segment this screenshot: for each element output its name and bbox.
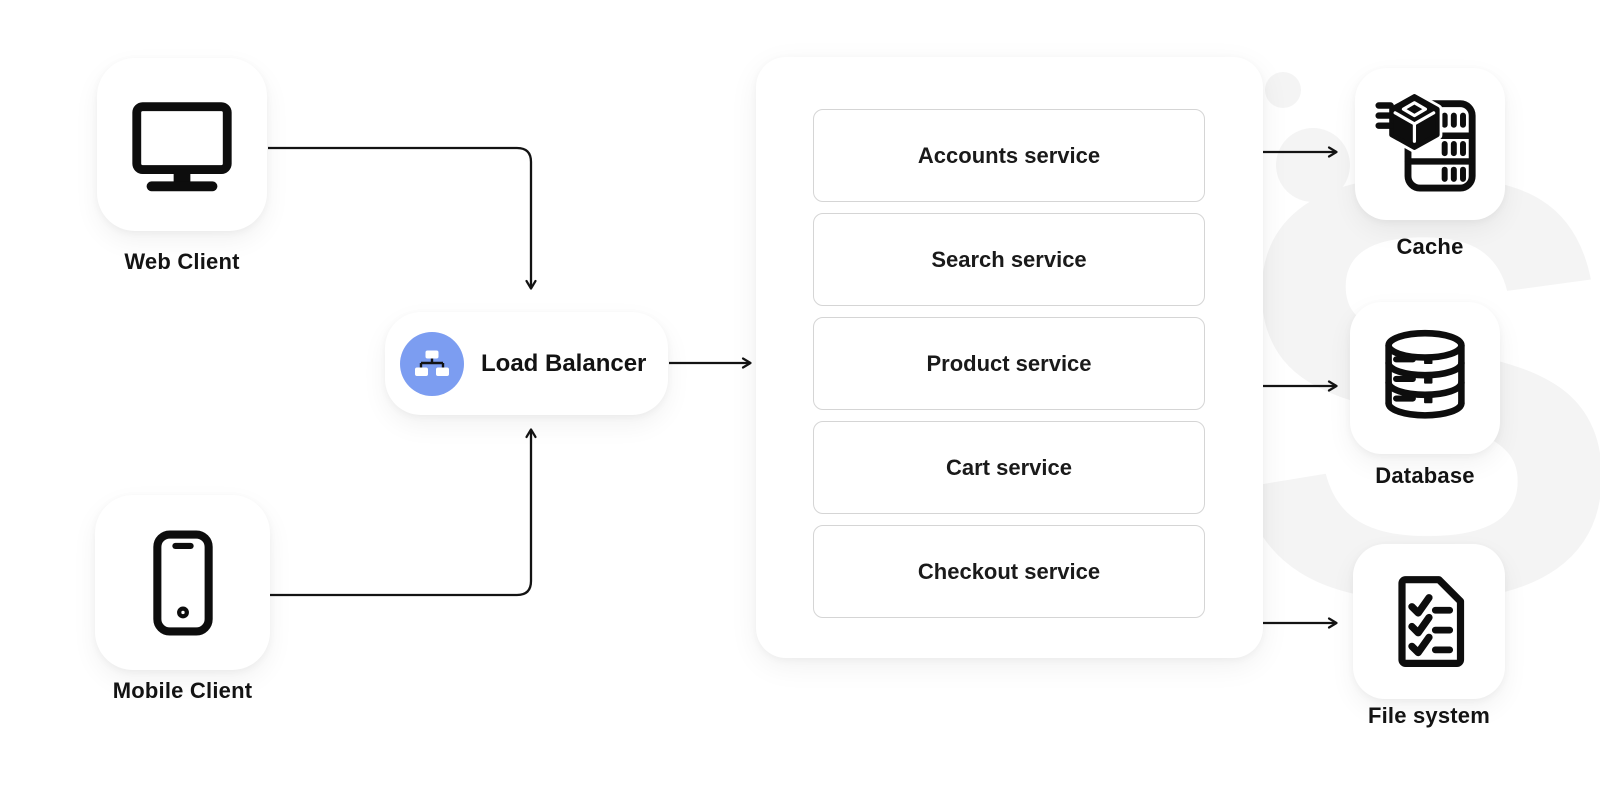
service-label: Checkout service (917, 558, 1101, 584)
service-box-checkout: Checkout service (813, 525, 1205, 618)
services-panel: Accounts service Search service Product … (756, 57, 1263, 658)
service-label: Accounts service (917, 142, 1101, 168)
service-label: Search service (931, 246, 1087, 272)
cache-node (1355, 68, 1505, 220)
service-label: Cart service (946, 454, 1072, 480)
file-checklist-icon (1398, 575, 1465, 667)
desktop-monitor-icon (132, 101, 232, 191)
web-client-node (97, 58, 267, 231)
service-box-cart: Cart service (813, 421, 1205, 514)
web-client-label: Web Client (124, 249, 240, 274)
mobile-client-label: Mobile Client (112, 678, 253, 703)
service-box-search: Search service (813, 213, 1205, 306)
service-label: Product service (926, 350, 1092, 376)
arrow-mobile-to-loadbalancer (270, 428, 537, 597)
database-cylinder-icon (1385, 329, 1465, 419)
watermark-dot-large (1276, 128, 1350, 202)
service-box-product: Product service (813, 317, 1205, 410)
cache-server-icon (1375, 91, 1476, 192)
arrow-web-to-loadbalancer (268, 146, 537, 290)
cache-label: Cache (1396, 234, 1464, 259)
load-balancer-label: Load Balancer (481, 349, 647, 377)
load-balancer-node: Load Balancer (385, 312, 668, 415)
load-balancer-badge (400, 331, 464, 396)
file-system-node (1353, 544, 1505, 699)
database-node (1350, 302, 1500, 454)
mobile-client-node (95, 495, 270, 670)
network-hierarchy-icon (415, 350, 449, 376)
service-box-accounts: Accounts service (813, 109, 1205, 202)
file-system-label: File system (1367, 703, 1491, 728)
watermark-dot-small (1265, 72, 1301, 108)
database-label: Database (1375, 463, 1475, 488)
smartphone-icon (152, 530, 213, 635)
